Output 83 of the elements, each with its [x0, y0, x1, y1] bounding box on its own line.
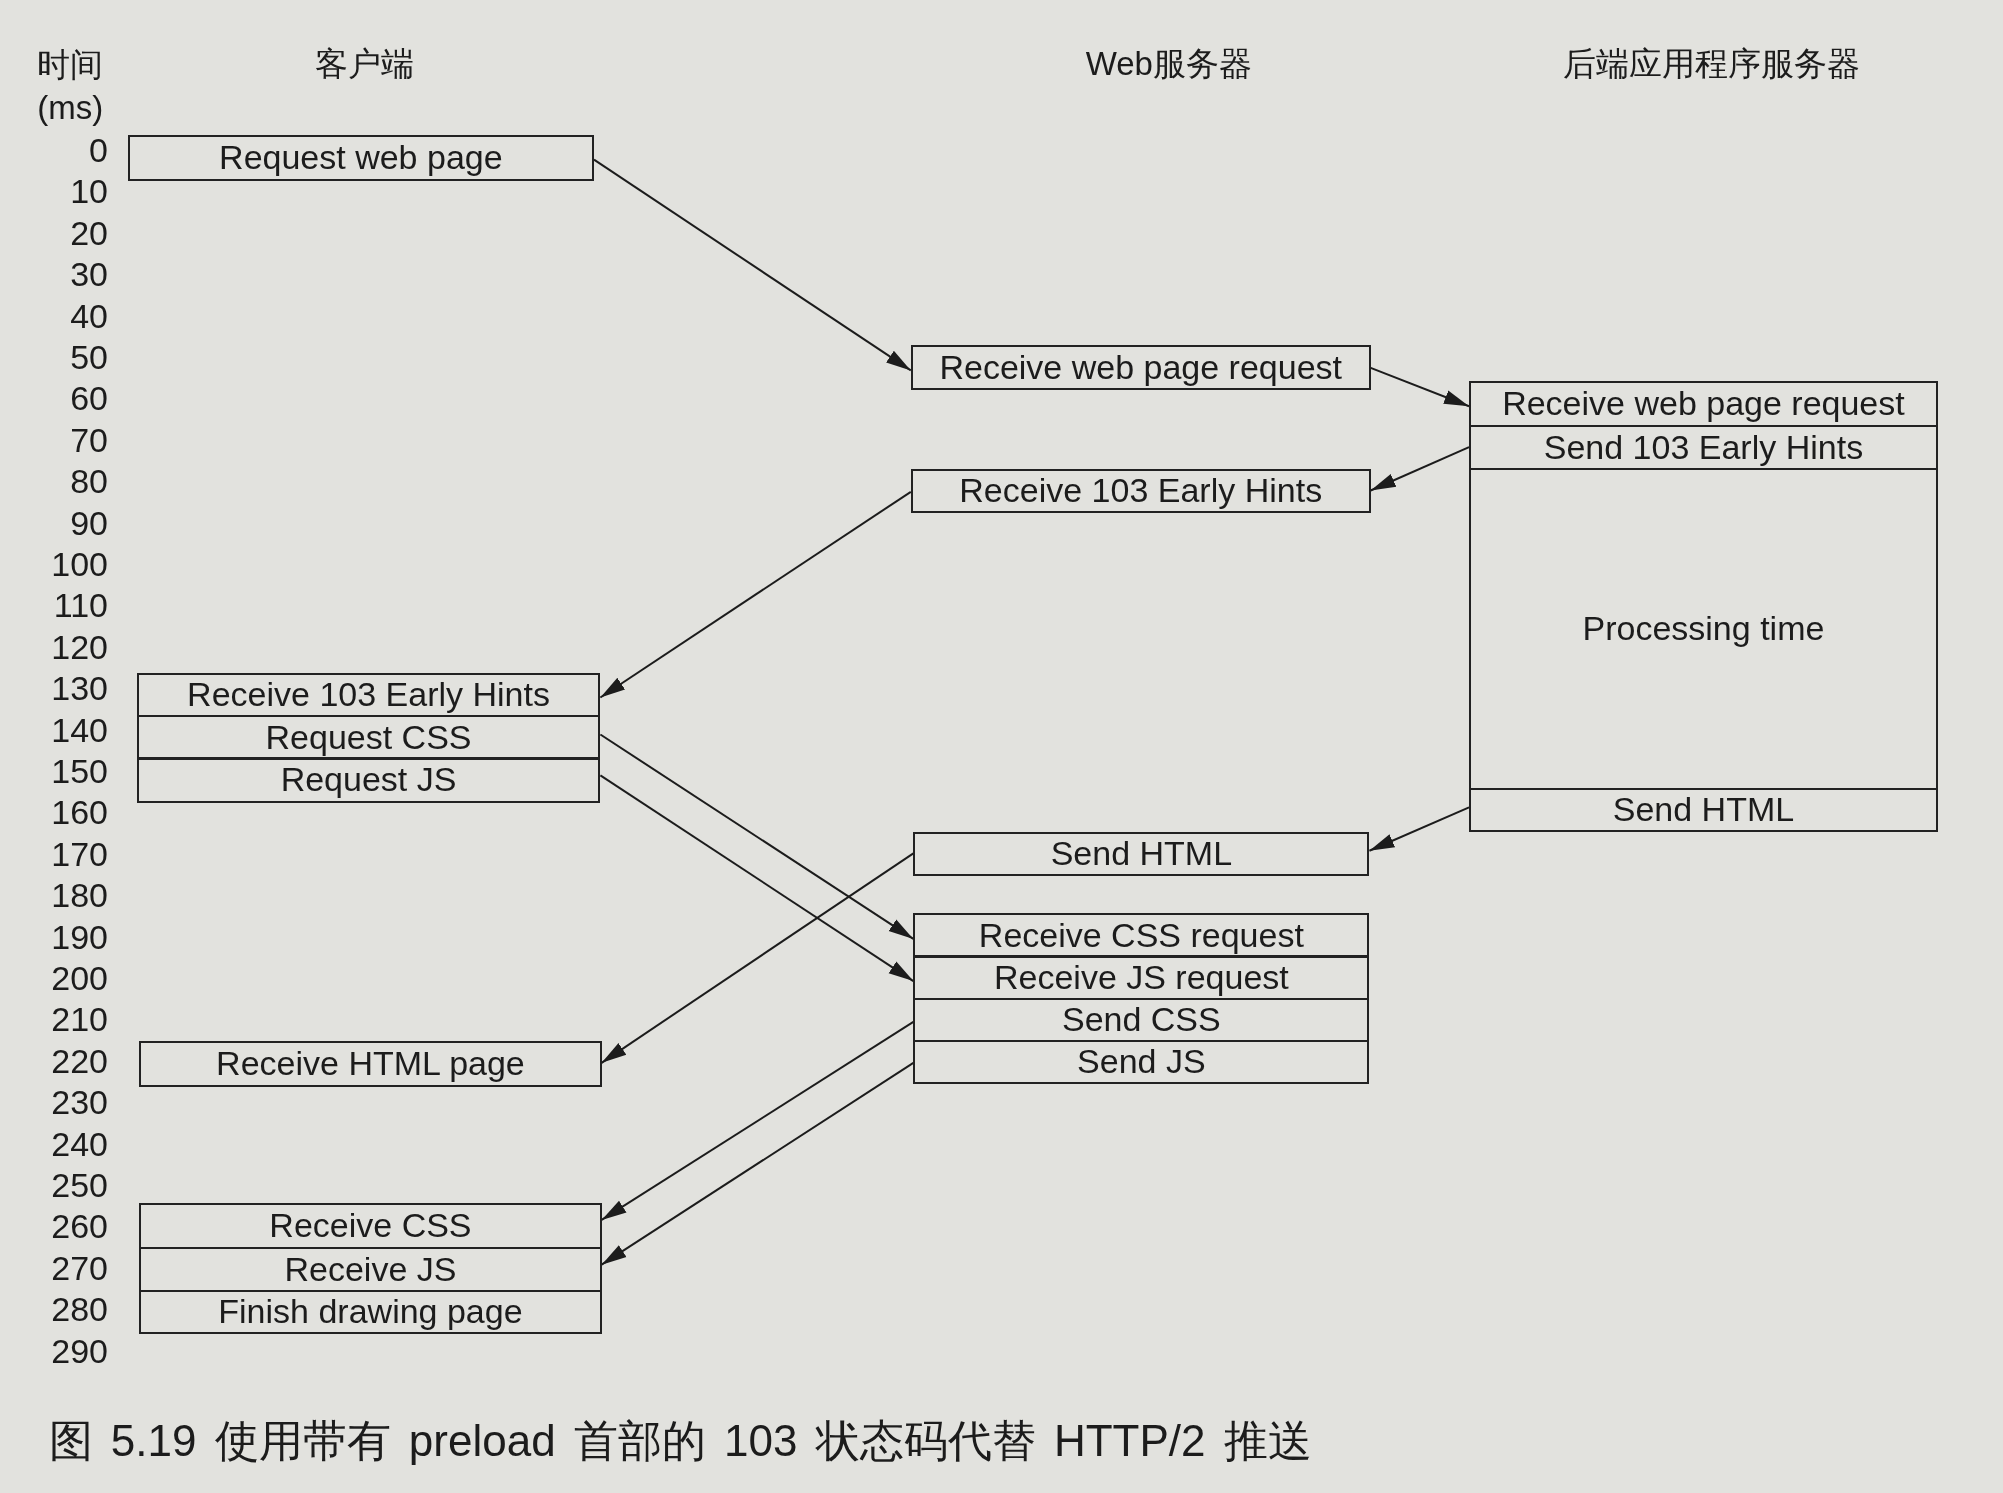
arrow — [593, 158, 912, 372]
event-text: Receive HTML page — [216, 1045, 525, 1082]
event-box — [127, 135, 594, 181]
event-box — [1469, 467, 1938, 791]
arrow — [1369, 366, 1471, 408]
event-box — [913, 997, 1370, 1042]
event-text: Receive 103 Early Hints — [187, 677, 550, 714]
tick-label: 70 — [70, 421, 108, 460]
tick-label: 230 — [51, 1084, 108, 1122]
tick-label: 150 — [51, 753, 108, 791]
event-box — [913, 831, 1370, 876]
tick-label: 80 — [70, 463, 108, 501]
column-heading: 后端应用程序服务器 — [1563, 45, 1861, 82]
arrow — [599, 490, 912, 699]
tick-label: 40 — [70, 297, 108, 336]
event-text: Send JS — [1077, 1044, 1206, 1080]
tick-label: 130 — [51, 670, 108, 708]
arrow — [1368, 806, 1471, 852]
tick-label: 260 — [51, 1208, 108, 1246]
tick-label: 220 — [51, 1042, 108, 1081]
axis-title: 时间 (ms) — [36, 44, 105, 128]
event-box — [139, 1290, 602, 1335]
column-heading: Web服务器 — [1085, 45, 1252, 82]
tick-label: 240 — [51, 1125, 108, 1164]
tick-label: 100 — [51, 546, 108, 584]
arrow — [1369, 446, 1471, 492]
event-box — [136, 673, 601, 718]
event-text: Request web page — [219, 140, 503, 176]
tick-label: 90 — [70, 504, 108, 543]
tick-label: 200 — [51, 960, 108, 998]
arrow — [599, 774, 915, 983]
event-box — [1469, 425, 1938, 470]
event-box — [139, 1203, 602, 1249]
tick-label: 50 — [70, 339, 108, 377]
event-box — [136, 757, 601, 803]
event-box — [913, 913, 1370, 958]
event-text: Send HTML — [1050, 835, 1233, 872]
event-text: Receive CSS request — [978, 917, 1304, 954]
tick-label: 120 — [51, 628, 108, 667]
tick-label: 140 — [51, 711, 108, 750]
event-text: Send 103 Early Hints — [1543, 429, 1864, 466]
event-text: Send CSS — [1061, 1001, 1221, 1038]
event-text: Receive JS request — [993, 959, 1289, 996]
tick-label: 250 — [51, 1167, 108, 1205]
event-text: Receive web page request — [1502, 386, 1905, 422]
tick-label: 170 — [51, 835, 108, 874]
event-text: Finish drawing page — [218, 1294, 523, 1331]
event-text: Send HTML — [1612, 792, 1795, 829]
tick-label: 210 — [51, 1001, 108, 1039]
event-box — [910, 468, 1371, 513]
event-box — [910, 344, 1371, 391]
arrow — [600, 1061, 915, 1266]
figure-caption: 图 5.19 使用带有 preload 首部的 103 状态码代替 HTTP/2 推送 — [48, 1416, 1312, 1466]
event-text: Receive CSS — [269, 1208, 472, 1244]
event-text: Receive 103 Early Hints — [959, 473, 1323, 509]
tick-label: 20 — [70, 214, 108, 253]
tick-label: 290 — [51, 1332, 108, 1371]
tick-label: 60 — [70, 380, 108, 418]
arrow — [600, 1020, 915, 1221]
tick-label: 160 — [51, 794, 108, 832]
event-box — [136, 715, 601, 760]
tick-label: 180 — [51, 877, 108, 915]
tick-label: 270 — [51, 1249, 108, 1288]
arrow — [599, 733, 915, 940]
tick-label: 30 — [70, 256, 108, 294]
event-box — [1469, 788, 1938, 833]
tick-label: 190 — [51, 918, 108, 957]
event-box — [1469, 380, 1938, 428]
event-box — [139, 1041, 602, 1087]
event-text: Receive JS — [284, 1251, 457, 1288]
event-text: Receive web page request — [939, 349, 1342, 386]
tick-label: 10 — [70, 173, 108, 211]
event-box — [913, 1039, 1370, 1084]
tick-label: 0 — [89, 132, 108, 170]
event-box — [139, 1246, 602, 1293]
arrow — [600, 852, 915, 1064]
tick-label: 110 — [53, 587, 108, 625]
event-text: Request CSS — [265, 719, 472, 756]
event-text: Request JS — [280, 762, 457, 799]
event-text: Processing time — [1582, 611, 1825, 647]
event-box — [913, 955, 1370, 1000]
tick-label: 280 — [51, 1291, 108, 1329]
column-heading: 客户端 — [314, 45, 414, 82]
